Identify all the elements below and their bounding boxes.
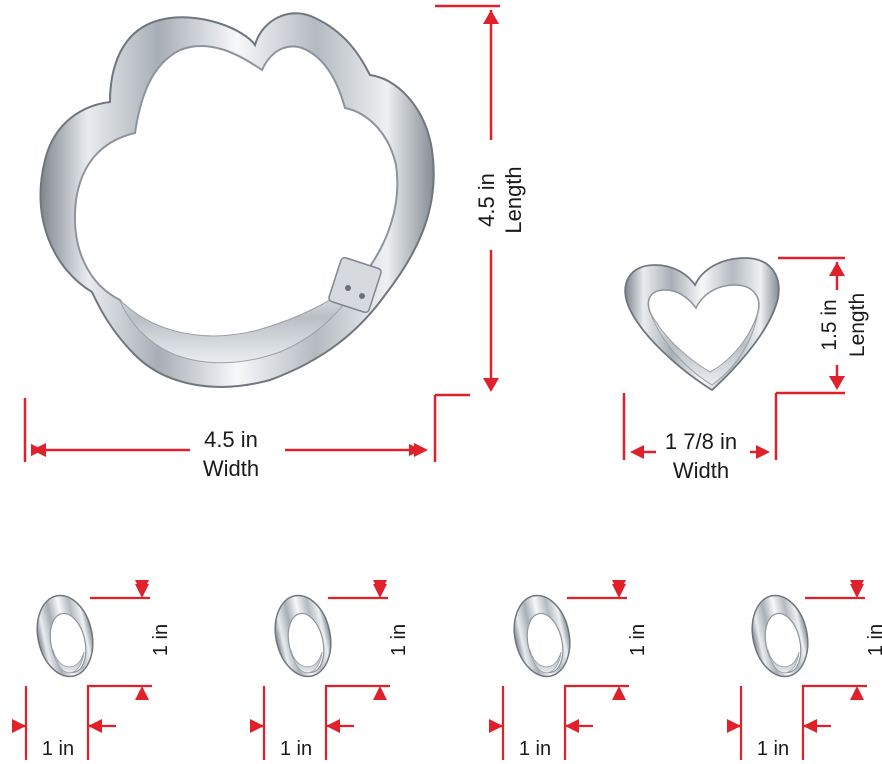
heart-width-value: 1 7/8 in: [665, 429, 737, 454]
heart-length-value: 1.5 in: [818, 299, 841, 350]
oval-width-dimension: [12, 686, 116, 760]
oval-cutter-group: 1 in 1 in: [250, 580, 410, 760]
oval-width-dimension: [250, 686, 354, 760]
oval-height-value: 1 in: [150, 624, 172, 656]
paw-print-cutter-rivet: [345, 285, 351, 291]
paw-print-cutter-seam: [328, 256, 382, 314]
paw-length-value: 4.5 in: [474, 173, 499, 227]
oval-cutter: [36, 594, 94, 678]
oval-cutter: [513, 594, 571, 678]
paw-width-label: Width: [203, 456, 259, 481]
paw-print-cutter-rivet: [359, 293, 365, 299]
paw-print-cutter: [39, 12, 435, 388]
heart-width-label: Width: [673, 458, 729, 483]
heart-width-dimension: [622, 391, 845, 460]
heart-length-label: Length: [846, 293, 869, 357]
oval-width-value: 1 in: [280, 738, 312, 760]
oval-height-value: 1 in: [388, 624, 410, 656]
paw-length-dimension: [435, 4, 500, 392]
oval-width-value: 1 in: [42, 738, 74, 760]
paw-width-value: 4.5 in: [204, 427, 258, 452]
oval-width-dimension: [489, 686, 593, 760]
oval-width-value: 1 in: [757, 738, 789, 760]
oval-height-value: 1 in: [627, 624, 649, 656]
heart-cutter-inner-band: [649, 311, 759, 386]
oval-cutter: [751, 594, 809, 678]
oval-width-value: 1 in: [519, 738, 551, 760]
heart-length-dimension: [778, 256, 845, 390]
paw-width-dimension: [23, 393, 470, 462]
heart-cutter-opening: [647, 284, 760, 379]
oval-height-value: 1 in: [865, 624, 882, 656]
oval-height-dimension: [324, 580, 390, 760]
oval-width-dimension: [727, 686, 831, 760]
oval-height-dimension: [563, 580, 629, 760]
oval-cutter-group: 1 in 1 in: [12, 580, 172, 760]
paw-length-label: Length: [501, 166, 526, 233]
oval-cutter-group: 1 in 1 in: [727, 580, 882, 760]
oval-cutter-group: 1 in 1 in: [489, 580, 649, 760]
oval-height-dimension: [801, 580, 867, 760]
heart-cutter: [624, 257, 780, 392]
oval-cutter: [274, 594, 332, 678]
oval-height-dimension: [86, 580, 152, 760]
